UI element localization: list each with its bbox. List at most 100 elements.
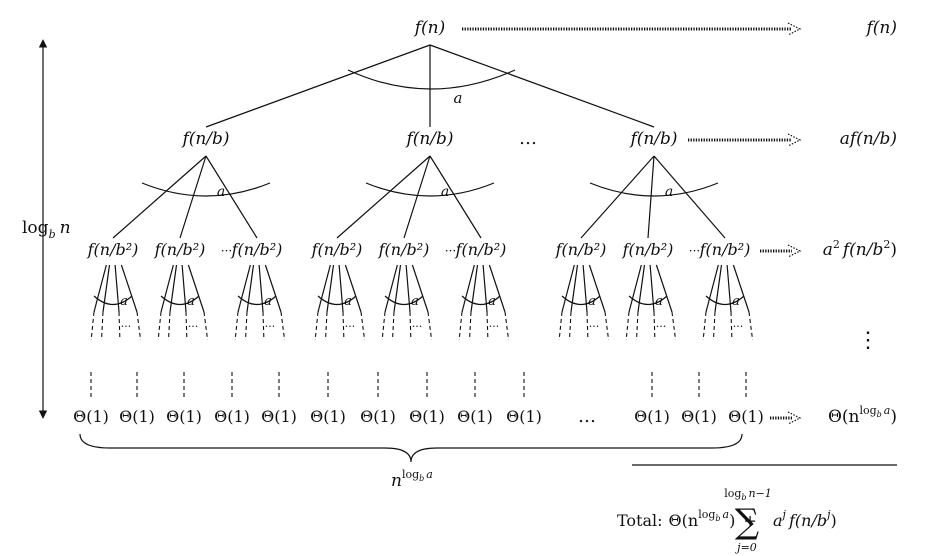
level2-arc-label: a (655, 294, 663, 309)
level1-arc-label: a (217, 184, 225, 200)
leaf-node-label: Θ(1) (360, 407, 396, 426)
edge-level3-dashed (360, 311, 366, 341)
edge-level3-dashed (458, 311, 463, 341)
edge-level2-to-level3 (102, 264, 111, 313)
edge-level1-to-level2 (403, 155, 431, 239)
level2-node-label: f(n/b²) (699, 240, 751, 259)
level2-arc-label: a (732, 294, 740, 309)
edge-level2-to-level3 (655, 264, 673, 313)
edge-level3-dashed (203, 311, 209, 341)
level2-node-label: f(n/b²) (622, 240, 674, 259)
level2-ellipsis: ··· (445, 244, 456, 258)
level3-ellipsis: ··· (345, 320, 356, 333)
edge-level1-to-level2 (429, 155, 482, 239)
edge-level3-dashed (167, 311, 171, 341)
level1-branch-arc (141, 182, 271, 197)
edge-level3-dashed (730, 311, 733, 341)
edge-level2-to-level3 (561, 264, 575, 313)
level2-node-label: f(n/b²) (154, 240, 206, 259)
leaf-node-label: Θ(1) (506, 407, 542, 426)
level1-branch-arc (365, 182, 495, 197)
edge-level1-to-level2 (205, 155, 258, 239)
level2-branch-arc (93, 295, 133, 306)
cost-arrow-leaves-head (787, 411, 802, 425)
edge-level2-to-level3 (588, 264, 606, 313)
edge-level3-dashed (702, 311, 707, 341)
level3-ellipsis: ··· (489, 320, 500, 333)
level1-arc-label: a (665, 184, 673, 200)
level-cost-0: f(n) (864, 18, 897, 38)
edge-level3-dashed (635, 311, 639, 341)
edge-level2-to-level3 (246, 264, 255, 313)
level2-node-label: f(n/b²) (87, 240, 139, 259)
edge-level1-to-level2 (580, 155, 655, 239)
edge-level1-to-level2 (647, 155, 655, 239)
edge-level2-to-level3 (488, 264, 506, 313)
level2-node-label: f(n/b²) (311, 240, 363, 259)
width-brace (79, 433, 743, 463)
level2-branch-arc (384, 295, 424, 306)
level2-ellipsis: ··· (689, 244, 700, 258)
edge-level3-dashed (671, 311, 677, 341)
level3-ellipsis: ··· (121, 320, 132, 333)
edge-level3-dashed (244, 311, 248, 341)
level2-arc-label: a (588, 294, 596, 309)
edge-level2-to-level3 (93, 264, 107, 313)
edge-level3-dashed (136, 311, 142, 341)
edge-level3-dashed (409, 311, 412, 341)
edge-level2-to-level3 (470, 264, 479, 313)
leaf-node-label: Θ(1) (681, 407, 717, 426)
edge-level3-dashed (100, 311, 104, 341)
level1-node-label: f(n/b) (404, 129, 453, 149)
edge-level2-to-level3 (570, 264, 579, 313)
edge-level2-to-level3 (264, 264, 282, 313)
level2-ellipsis: ··· (221, 244, 232, 258)
tree-edges (93, 44, 750, 313)
total-sigma: ∑ (735, 502, 759, 542)
edge-level3-dashed (342, 311, 345, 341)
level3-ellipsis: ··· (412, 320, 423, 333)
edge-level3-dashed (604, 311, 610, 341)
level2-branch-arc (628, 295, 668, 306)
level3-ellipsis: ··· (589, 320, 600, 333)
edge-level3-dashed (468, 311, 472, 341)
edge-level2-to-level3 (169, 264, 178, 313)
level2-branch-arc (160, 295, 200, 306)
edge-root-to-level1 (205, 44, 431, 128)
leaf-node-label: Θ(1) (73, 407, 109, 426)
edge-level2-to-level3 (461, 264, 475, 313)
root-node-label: f(n) (413, 18, 446, 38)
level-cost-arrows (462, 22, 802, 425)
edge-level1-to-level2 (653, 155, 726, 239)
level1-arc-label: a (441, 184, 449, 200)
edge-level3-dashed (185, 311, 188, 341)
level2-node-label: f(n/b²) (378, 240, 430, 259)
leaves-ellipsis: … (578, 406, 596, 427)
level2-branch-arc (705, 295, 745, 306)
edge-level2-to-level3 (326, 264, 335, 313)
edge-level2-to-level3 (344, 264, 362, 313)
edge-level3-dashed (504, 311, 510, 341)
edge-level2-to-level3 (393, 264, 402, 313)
leaf-node-label: Θ(1) (166, 407, 202, 426)
edge-level2-to-level3 (187, 264, 205, 313)
edge-level3-dashed (118, 311, 121, 341)
edge-level3-dashed (625, 311, 630, 341)
leaf-node-label: Θ(1) (728, 407, 764, 426)
edge-level3-dashed (748, 311, 754, 341)
cost-arrow-level2-head (787, 244, 802, 258)
edge-level3-dashed (324, 311, 328, 341)
level1-ellipsis: … (519, 128, 537, 149)
edge-root-to-level1 (429, 44, 655, 128)
edge-level2-to-level3 (714, 264, 723, 313)
edge-level3-dashed (157, 311, 162, 341)
edge-level2-to-level3 (120, 264, 138, 313)
root-arc-label: a (454, 89, 463, 107)
edge-level3-dashed (234, 311, 239, 341)
